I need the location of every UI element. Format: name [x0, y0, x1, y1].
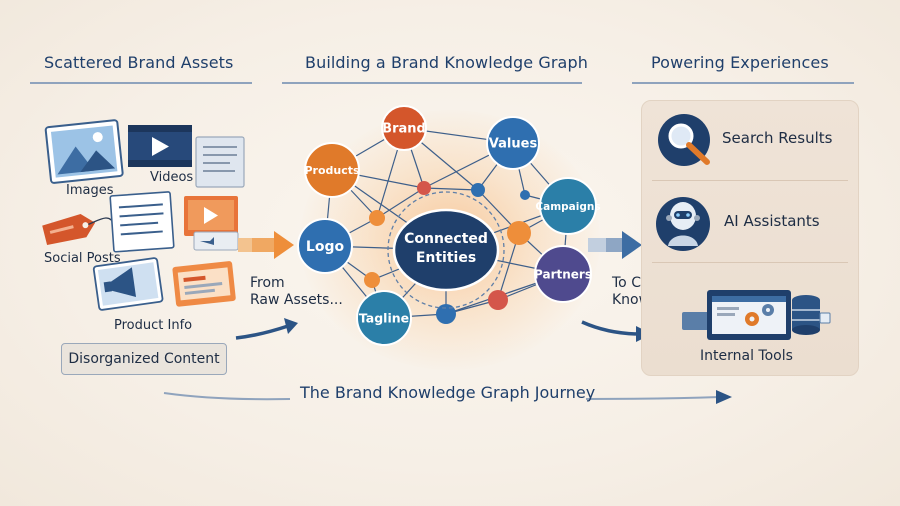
- label-search-results: Search Results: [722, 129, 833, 147]
- joint-node-orange-1: [369, 210, 385, 226]
- node-brand-label: Brand: [382, 122, 426, 137]
- node-brand: Brand: [381, 105, 427, 151]
- header-rule-right: [632, 82, 854, 84]
- video-card-icon: [128, 125, 192, 167]
- joint-node-red: [417, 181, 431, 195]
- node-tagline: Tagline: [356, 290, 412, 346]
- header-knowledge-graph: Building a Brand Knowledge Graph: [305, 53, 588, 72]
- node-partners-label: Partners: [534, 268, 592, 282]
- connected-entities-node: [392, 208, 500, 292]
- header-rule-center: [282, 82, 582, 84]
- node-values: Values: [486, 116, 540, 170]
- media-player-icon: [184, 196, 239, 251]
- node-tagline-label: Tagline: [359, 311, 409, 326]
- product-info-card-icon: [172, 261, 236, 307]
- internal-tools-icon: [682, 290, 831, 340]
- arrow-out-of-graph: [588, 231, 642, 259]
- label-raw-assets: Raw Assets...: [250, 292, 343, 308]
- social-post-icon: [109, 191, 175, 253]
- curved-arrow-left: [235, 318, 298, 340]
- node-logo-label: Logo: [306, 239, 345, 255]
- joint-node-blue-3: [436, 304, 456, 324]
- header-rule-left: [30, 82, 252, 84]
- joint-node-red-2: [488, 290, 508, 310]
- label-ai-assistants: AI Assistants: [724, 212, 820, 230]
- label-product-info: Product Info: [114, 318, 193, 333]
- center-halo: [387, 191, 505, 309]
- document-icon: [195, 136, 245, 188]
- joint-node-orange-2: [507, 221, 531, 245]
- joint-node-blue-2: [520, 190, 530, 200]
- node-values-label: Values: [489, 137, 538, 152]
- megaphone-card-icon: [92, 257, 164, 311]
- journey-caption: The Brand Knowledge Graph Journey: [300, 383, 596, 402]
- node-campaigns: Campaigns: [535, 177, 601, 235]
- label-internal-tools: Internal Tools: [700, 348, 793, 364]
- center-label-1: Connected: [404, 231, 488, 247]
- node-products-label: Products: [304, 164, 360, 177]
- robot-assistant-icon: [656, 197, 710, 251]
- magnifier-icon: [658, 114, 710, 166]
- journey-arrow: [163, 390, 732, 404]
- arrow-into-graph: [238, 231, 294, 259]
- label-social-posts: Social Posts: [44, 251, 121, 266]
- label-videos: Videos: [150, 170, 194, 185]
- label-from: From: [250, 275, 285, 291]
- panel-divider-1: [652, 180, 848, 181]
- header-scattered-assets: Scattered Brand Assets: [44, 53, 234, 72]
- image-card-icon: [44, 119, 124, 184]
- center-label-2: Entities: [416, 250, 476, 266]
- node-products: Products: [304, 142, 360, 198]
- price-tag-icon: [42, 214, 115, 246]
- node-partners: Partners: [534, 245, 592, 303]
- node-campaigns-label: Campaigns: [535, 201, 600, 213]
- node-logo: Logo: [297, 218, 353, 274]
- label-images: Images: [66, 183, 114, 198]
- panel-divider-2: [652, 262, 848, 263]
- joint-node-blue: [471, 183, 485, 197]
- header-powering-experiences: Powering Experiences: [651, 53, 829, 72]
- joint-node-orange-3: [364, 272, 380, 288]
- disorganized-content-box: Disorganized Content: [61, 343, 227, 375]
